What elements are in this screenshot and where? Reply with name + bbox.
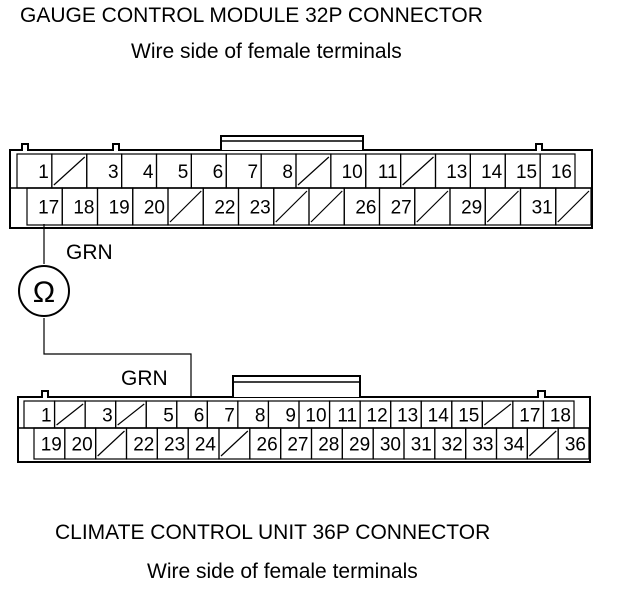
wire-label-upper: GRN [66, 241, 113, 264]
gauge-housing [9, 143, 593, 229]
climate-terminal-12: 12 [367, 406, 388, 427]
climate-terminal-7: 7 [224, 406, 235, 427]
climate-terminal-15: 15 [458, 406, 479, 427]
climate-connector-title: CLIMATE CONTROL UNIT 36P CONNECTOR [55, 521, 491, 544]
climate-terminal-29: 29 [349, 435, 370, 456]
climate-terminal-23: 23 [164, 435, 185, 456]
empty-cavity-slash [483, 403, 512, 426]
climate-terminal-36: 36 [565, 435, 586, 456]
climate-terminal-9: 9 [285, 406, 296, 427]
climate-connector-subtitle: Wire side of female terminals [147, 560, 418, 583]
climate-terminal-31: 31 [411, 435, 432, 456]
climate-terminal-33: 33 [472, 435, 493, 456]
climate-terminal-24: 24 [195, 435, 217, 456]
gauge-terminal-29: 29 [461, 198, 482, 219]
empty-cavity-slash [402, 156, 434, 186]
gauge-terminal-20: 20 [144, 198, 165, 219]
gauge-terminal-10: 10 [342, 162, 363, 183]
gauge-terminal-15: 15 [516, 162, 537, 183]
climate-terminal-14: 14 [428, 406, 450, 427]
empty-cavity-slash [416, 190, 449, 223]
gauge-terminal-1: 1 [38, 162, 49, 183]
climate-terminal-19: 19 [41, 435, 62, 456]
gauge-terminal-4: 4 [143, 162, 154, 183]
climate-terminal-8: 8 [255, 406, 266, 427]
gauge-terminal-7: 7 [248, 162, 259, 183]
climate-terminal-5: 5 [163, 406, 174, 427]
ohm-symbol: Ω [33, 276, 55, 309]
gauge-terminal-27: 27 [391, 198, 412, 219]
gauge-terminal-19: 19 [109, 198, 130, 219]
empty-cavity-slash [220, 430, 249, 457]
empty-cavity-slash [275, 190, 308, 223]
gauge-connector-title: GAUGE CONTROL MODULE 32P CONNECTOR [20, 4, 483, 27]
climate-terminal-17: 17 [519, 406, 540, 427]
climate-terminal-6: 6 [194, 406, 205, 427]
climate-lock-tab [232, 375, 361, 397]
empty-cavity-slash [297, 156, 330, 186]
gauge-terminal-22: 22 [214, 198, 235, 219]
gauge-terminal-5: 5 [178, 162, 189, 183]
gauge-terminal-14: 14 [481, 162, 503, 183]
gauge-connector-subtitle: Wire side of female terminals [131, 40, 402, 63]
gauge-bottom-cavity [555, 187, 592, 226]
gauge-terminal-16: 16 [551, 162, 572, 183]
gauge-terminal-26: 26 [355, 198, 376, 219]
empty-cavity-slash [169, 190, 202, 223]
gauge-terminal-17: 17 [38, 198, 59, 219]
gauge-terminal-13: 13 [446, 162, 467, 183]
ohmmeter-icon: Ω [18, 265, 70, 317]
climate-bottom-cavity: 36 [557, 427, 590, 460]
gauge-terminal-3: 3 [108, 162, 119, 183]
climate-terminal-26: 26 [257, 435, 278, 456]
empty-cavity-slash [486, 190, 519, 223]
climate-terminal-28: 28 [318, 435, 339, 456]
climate-terminal-3: 3 [102, 406, 113, 427]
empty-cavity-slash [310, 190, 343, 223]
empty-cavity-slash [117, 403, 145, 426]
gauge-terminal-8: 8 [282, 162, 293, 183]
gauge-lock-tab [220, 135, 364, 150]
gauge-terminal-6: 6 [213, 162, 224, 183]
climate-terminal-34: 34 [503, 435, 525, 456]
wire-label-lower: GRN [121, 367, 168, 390]
climate-terminal-30: 30 [380, 435, 401, 456]
climate-terminal-10: 10 [305, 406, 326, 427]
empty-cavity-slash [56, 403, 84, 426]
climate-terminal-11: 11 [337, 406, 357, 427]
gauge-terminal-18: 18 [73, 198, 94, 219]
empty-cavity-slash [528, 430, 557, 457]
empty-cavity-slash [557, 190, 590, 223]
climate-terminal-27: 27 [287, 435, 308, 456]
climate-terminal-22: 22 [133, 435, 154, 456]
climate-terminal-32: 32 [442, 435, 463, 456]
climate-terminal-13: 13 [397, 406, 418, 427]
gauge-terminal-11: 11 [378, 162, 398, 183]
gauge-terminal-31: 31 [532, 198, 553, 219]
climate-terminal-18: 18 [550, 406, 571, 427]
climate-housing [17, 390, 591, 463]
wire-grn-lower [43, 318, 192, 397]
empty-cavity-slash [53, 156, 86, 186]
gauge-terminal-23: 23 [250, 198, 271, 219]
climate-terminal-1: 1 [41, 406, 52, 427]
empty-cavity-slash [97, 430, 125, 457]
climate-terminal-20: 20 [72, 435, 93, 456]
test-wiring: GRN GRN Ω [18, 224, 192, 397]
